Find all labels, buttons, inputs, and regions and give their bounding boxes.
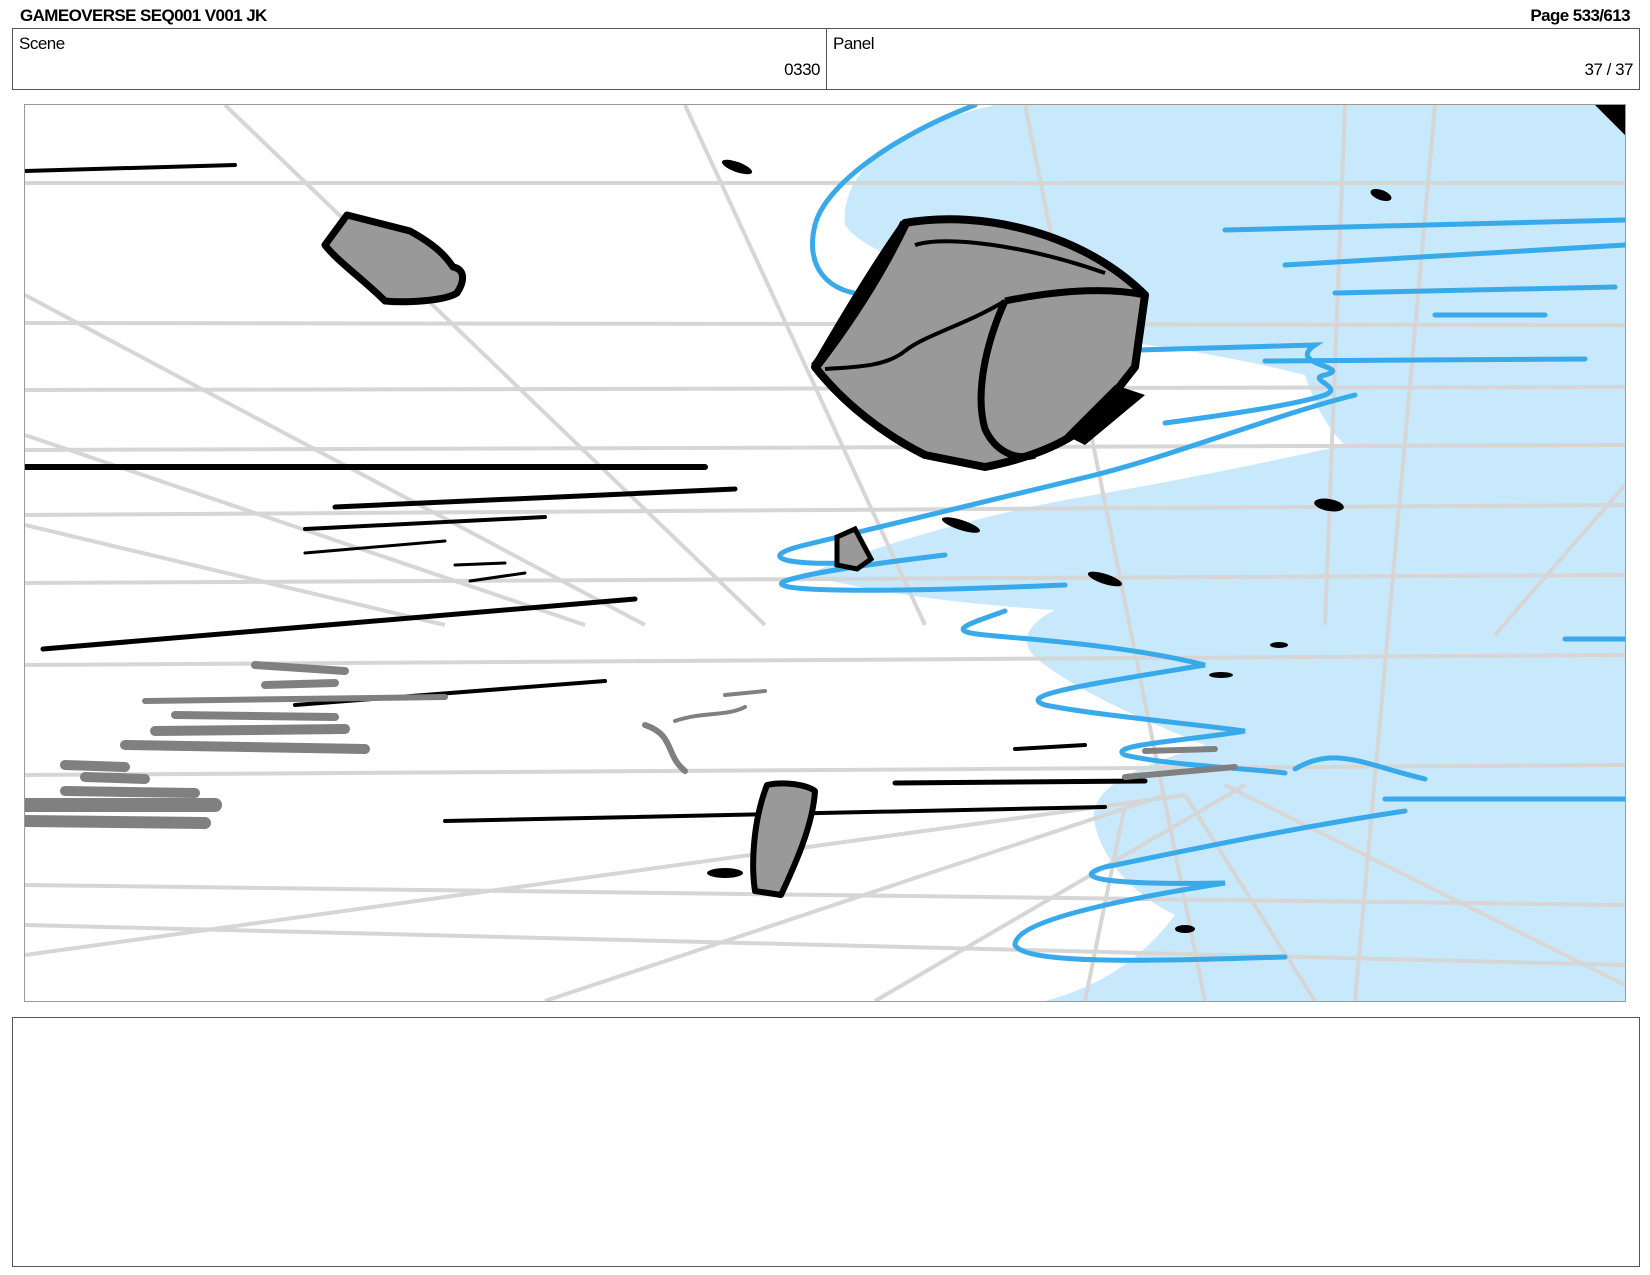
scene-panel-info: Scene 0330 Panel 37 / 37 [12, 28, 1640, 90]
notes-box [12, 1017, 1640, 1267]
storyboard-frame [24, 104, 1626, 1002]
page-number: Page 533/613 [1530, 6, 1630, 25]
motion-smear [25, 661, 1238, 829]
small-rock [321, 211, 466, 306]
storyboard-sketch [25, 105, 1625, 1001]
panel-label: Panel [833, 34, 874, 53]
document-title: GAMEOVERSE SEQ001 V001 JK [20, 6, 267, 25]
scene-cell: Scene 0330 [13, 29, 827, 89]
perspective-grid [25, 105, 1625, 1001]
scene-label: Scene [19, 34, 65, 53]
scene-number: 0330 [784, 60, 820, 79]
tiny-rock [834, 525, 875, 572]
panel-cell: Panel 37 / 37 [827, 29, 1639, 89]
sky-outline [777, 105, 1625, 963]
panel-number: 37 / 37 [1584, 60, 1634, 79]
debris [707, 105, 1625, 933]
page-header: GAMEOVERSE SEQ001 V001 JK Page 533/613 [20, 4, 1631, 26]
shard-rock [750, 780, 818, 898]
cube-rock [811, 215, 1149, 471]
